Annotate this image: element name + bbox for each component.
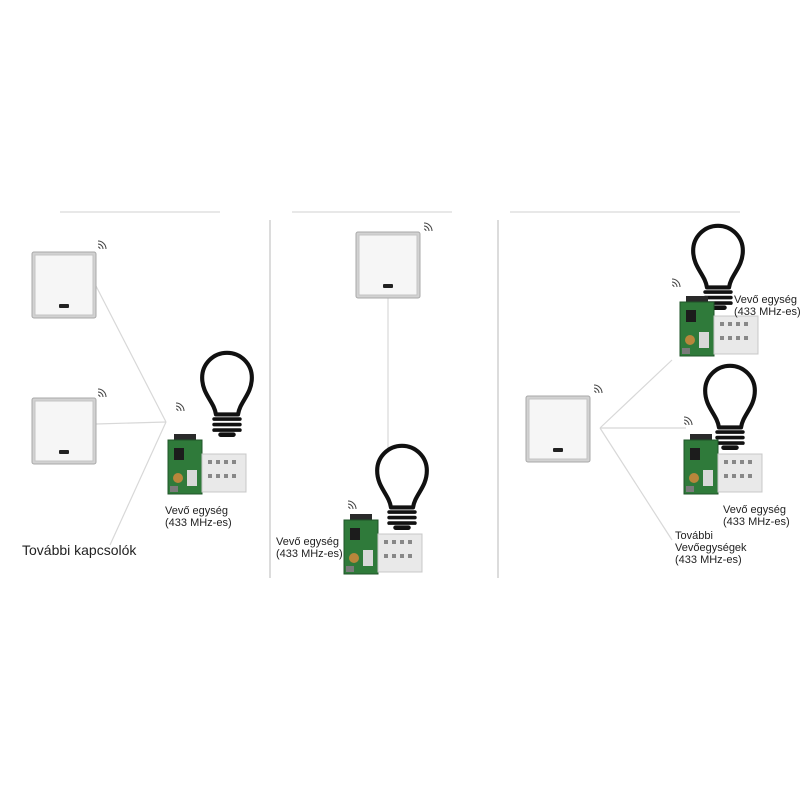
receiver-label: Vevő egység (433 MHz-es) [723,504,790,528]
panel-multiple-receivers [525,226,763,541]
light-bulb-icon [377,446,427,528]
receiver-label: Vevő egység (433 MHz-es) [734,294,800,318]
signal-lines [95,285,167,546]
receiver-label: Vevő egység (433 MHz-es) [165,505,232,529]
wifi-signal-icon [97,240,107,250]
receiver-label-name: Vevő egység [734,294,797,306]
receiver-label-name: Vevő egység [276,536,339,548]
wall-switch-icon [355,231,421,299]
light-bulb-icon [202,353,252,435]
more-receivers-label-line1: További [675,530,713,542]
receiver-label-name: Vevő egység [723,504,786,516]
receiver-module-icon [167,433,247,495]
wifi-signal-icon [423,222,433,232]
wifi-signal-icon [347,500,357,510]
panel-single-switch [343,222,433,575]
wall-switch-icon [31,251,97,319]
wifi-signal-icon [175,402,185,412]
wifi-signal-icon [593,384,603,394]
receiver-label: Vevő egység (433 MHz-es) [276,536,343,560]
more-receivers-label-line3: (433 MHz-es) [675,554,742,566]
wifi-signal-icon [97,388,107,398]
receiver-label-frequency: (433 MHz-es) [276,548,343,560]
wifi-signal-icon [683,416,693,426]
more-switches-label: További kapcsolók [22,542,137,558]
signal-lines [599,359,686,541]
light-bulb-icon [705,366,755,448]
receiver-label-frequency: (433 MHz-es) [734,306,800,318]
receiver-label-frequency: (433 MHz-es) [165,517,232,529]
wall-switch-icon [31,397,97,465]
panel-multiple-switches [31,240,252,546]
more-receivers-label-line2: Vevőegységek [675,542,747,554]
receiver-label-frequency: (433 MHz-es) [723,516,790,528]
more-receivers-label: További Vevőegységek (433 MHz-es) [675,530,747,566]
wifi-signal-icon [671,278,681,288]
wall-switch-icon [525,395,591,463]
receiver-label-name: Vevő egység [165,505,228,517]
